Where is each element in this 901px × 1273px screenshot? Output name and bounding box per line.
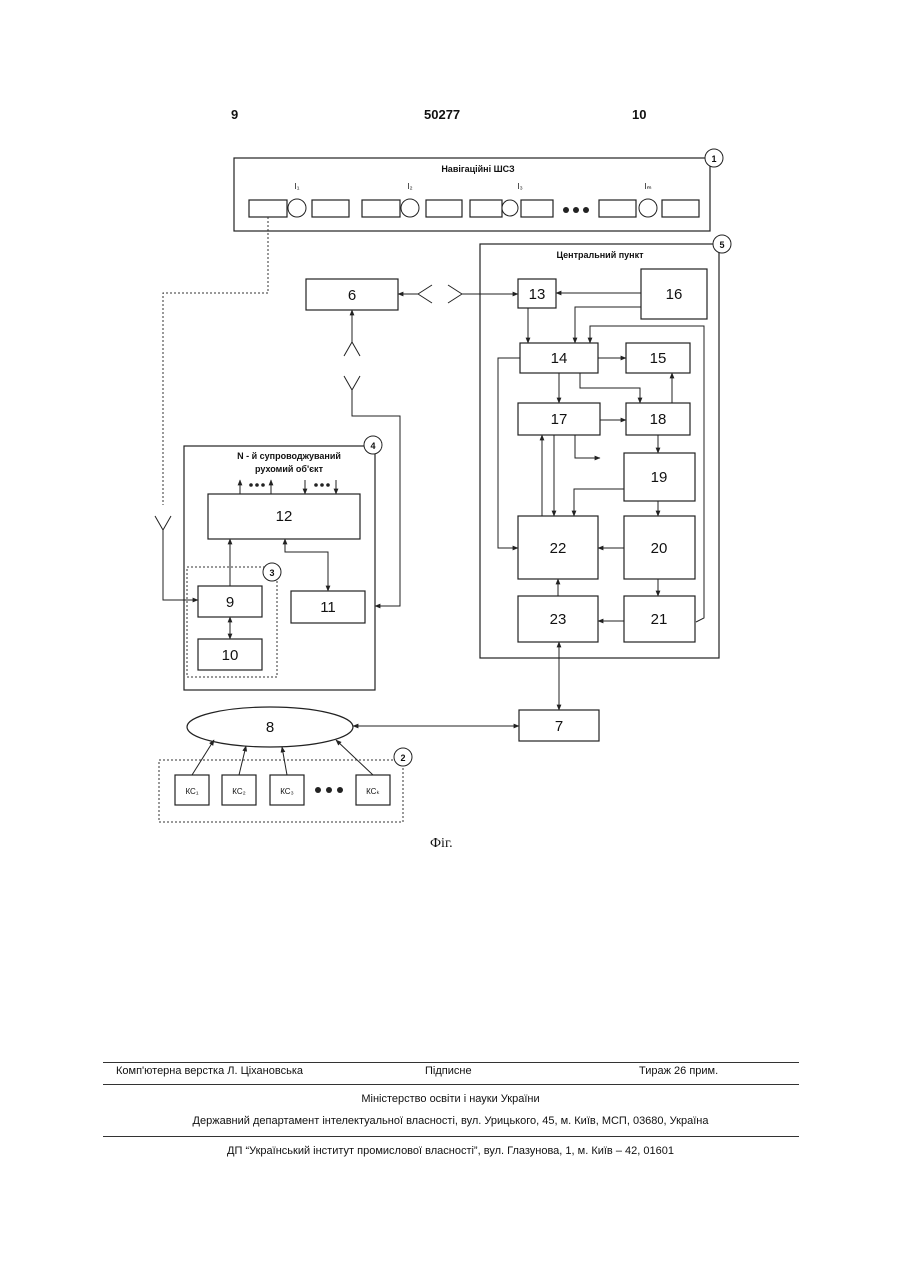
antenna-6-right: [418, 285, 432, 303]
block-11-label: 11: [320, 599, 336, 616]
block-18-label: 18: [650, 411, 667, 428]
block-6-label: 6: [348, 287, 356, 304]
satellite-3: I₃: [470, 182, 553, 217]
callout-5: 5: [719, 240, 724, 250]
block-8-label: 8: [266, 719, 274, 736]
satellite-label-3: I₃: [517, 182, 522, 191]
satellite-signal-path: [163, 217, 268, 505]
control-station-dots: [315, 787, 343, 793]
footer-rule-1: [103, 1062, 799, 1063]
callout-4: 4: [370, 441, 375, 451]
satellite-label-1: I₁: [295, 182, 300, 191]
control-station-label-2: КС₂: [232, 787, 245, 796]
block-7-label: 7: [555, 718, 563, 735]
satellite-label-m: Iₘ: [644, 182, 651, 191]
central-point-title: Центральний пункт: [556, 250, 644, 260]
block-13-label: 13: [529, 286, 546, 303]
block-16-label: 16: [666, 286, 683, 303]
satellite-m: Iₘ: [599, 182, 699, 217]
footer-circulation: Тираж 26 прим.: [639, 1065, 718, 1077]
footer-institute: ДП “Український інститут промислової вла…: [0, 1145, 901, 1157]
block-23-label: 23: [550, 611, 567, 628]
antenna-6-down: [344, 342, 360, 356]
satellite-label-2: I₂: [407, 182, 412, 191]
block-15-label: 15: [650, 350, 667, 367]
block-14-label: 14: [551, 350, 568, 367]
block-22-label: 22: [550, 540, 567, 557]
figure-caption: Фіг.: [430, 836, 453, 852]
satellite-system-title: Навігаційні ШСЗ: [441, 164, 515, 174]
mobile-object-title-2: рухомий об'єкт: [255, 464, 324, 474]
footer-rule-3: [103, 1136, 799, 1137]
block-21-label: 21: [651, 611, 668, 628]
callout-3: 3: [269, 568, 274, 578]
block-20-label: 20: [651, 540, 668, 557]
block-12-io-lines: [240, 480, 336, 494]
control-station-label-k: КСₖ: [366, 787, 380, 796]
footer-ministry: Міністерство освіти і науки України: [0, 1093, 901, 1105]
satellite-2: I₂: [362, 182, 462, 217]
footer-department: Державний департамент інтелектуальної вл…: [0, 1115, 901, 1127]
block-10-label: 10: [222, 647, 239, 664]
antenna-9: [155, 516, 171, 530]
block-19-label: 19: [651, 469, 668, 486]
footer-layout: Комп'ютерна верстка Л. Ціхановська: [116, 1065, 303, 1077]
footer-rule-2: [103, 1084, 799, 1085]
control-station-label-3: КС₃: [280, 787, 294, 796]
control-station-label-1: КС₁: [185, 787, 198, 796]
satellite-dots: [563, 207, 589, 213]
callout-2: 2: [400, 753, 405, 763]
block-9-label: 9: [226, 594, 234, 611]
block-12-label: 12: [276, 508, 293, 525]
block-17-label: 17: [551, 411, 568, 428]
antenna-11-up: [344, 376, 360, 390]
footer-signed: Підписне: [425, 1065, 472, 1077]
mobile-object-title-1: N - й супроводжуваний: [237, 451, 341, 461]
antenna-13-left: [448, 285, 462, 303]
satellite-1: I₁: [249, 182, 349, 217]
callout-1: 1: [711, 154, 716, 164]
